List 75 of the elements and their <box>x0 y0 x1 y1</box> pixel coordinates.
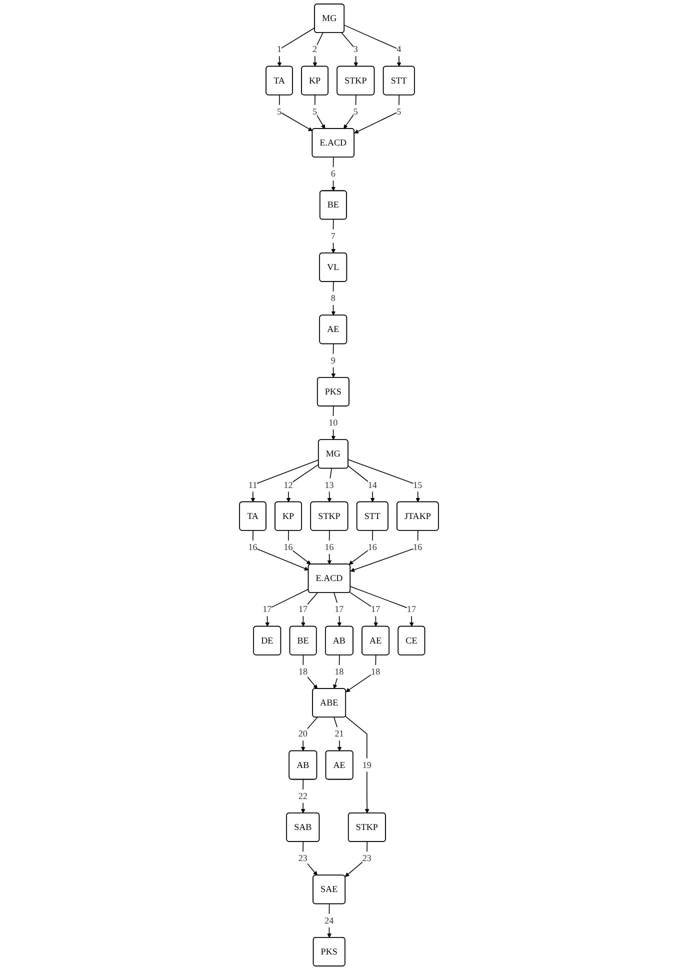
arrow <box>349 592 378 627</box>
arrow <box>288 530 311 564</box>
edge-label: 7 <box>330 230 336 241</box>
arrow <box>354 94 400 134</box>
edge-label: 9 <box>330 355 336 366</box>
arrow <box>300 716 318 752</box>
arrow <box>348 530 374 565</box>
arrow <box>348 459 420 502</box>
edge-label: 4 <box>396 44 402 54</box>
edge-label: 24 <box>324 915 334 926</box>
edge-label: 16 <box>248 542 258 552</box>
edge-label: 17 <box>371 604 380 614</box>
arrow <box>341 32 358 67</box>
arrow <box>348 465 375 502</box>
arrow <box>301 592 318 627</box>
arrow <box>278 94 313 132</box>
arrow <box>327 904 332 938</box>
arrow <box>333 654 340 689</box>
arrow <box>252 530 309 571</box>
arrow <box>331 281 336 316</box>
edge-label: 11 <box>248 480 258 490</box>
edge-label: 5 <box>396 106 402 116</box>
edge-label: 13 <box>324 480 334 490</box>
arrow <box>302 841 318 876</box>
arrow <box>344 24 402 67</box>
edge-label: 2 <box>312 44 318 54</box>
arrow <box>334 592 342 627</box>
edge-label: 17 <box>298 604 308 614</box>
edge-label: 14 <box>368 480 377 490</box>
arrow <box>334 716 342 752</box>
edge-label: 15 <box>413 480 422 490</box>
edge-label: 23 <box>298 853 308 864</box>
edge-label: 6 <box>330 168 336 179</box>
arrow <box>327 468 332 502</box>
edge-label: 5 <box>353 106 358 116</box>
arrow <box>331 406 336 440</box>
edge-label: 16 <box>368 542 377 552</box>
edge-label: 1 <box>277 44 282 54</box>
arrow <box>331 156 336 192</box>
edge-label: 18 <box>371 666 380 676</box>
arrow <box>350 586 414 627</box>
arrow <box>277 27 316 67</box>
edge-label: 21 <box>334 728 344 739</box>
edge-label: 16 <box>324 542 334 552</box>
arrow <box>344 841 368 877</box>
arrow <box>312 32 324 67</box>
arrow <box>346 654 376 692</box>
edge-label: 5 <box>277 106 282 116</box>
edge-label: 10 <box>328 418 338 428</box>
edge-label: 18 <box>334 666 344 676</box>
arrow <box>265 588 309 627</box>
edge-label: 18 <box>298 666 308 676</box>
edge-label: 23 <box>362 853 372 864</box>
edge-label: 17 <box>334 604 344 614</box>
arrow <box>345 716 370 814</box>
arrow <box>331 344 336 378</box>
edge-label: 16 <box>284 542 293 552</box>
edge-label: 20 <box>298 728 308 739</box>
edge-label: 8 <box>330 293 336 304</box>
edge-label: 17 <box>406 604 416 614</box>
arrow <box>327 530 332 564</box>
arrow <box>302 654 318 689</box>
arrow <box>300 779 306 814</box>
edge-label: 5 <box>312 106 318 116</box>
arrow <box>350 530 418 572</box>
edge-label: 17 <box>262 604 272 614</box>
arrow <box>344 94 356 129</box>
arrow <box>250 459 319 502</box>
edge-label: 19 <box>362 760 372 770</box>
edge-label: 22 <box>298 790 308 801</box>
arrow <box>286 464 319 502</box>
edge-label: 3 <box>353 44 358 54</box>
arrow <box>331 219 336 254</box>
edge-label: 12 <box>284 480 293 490</box>
edge-label: 16 <box>413 542 422 552</box>
